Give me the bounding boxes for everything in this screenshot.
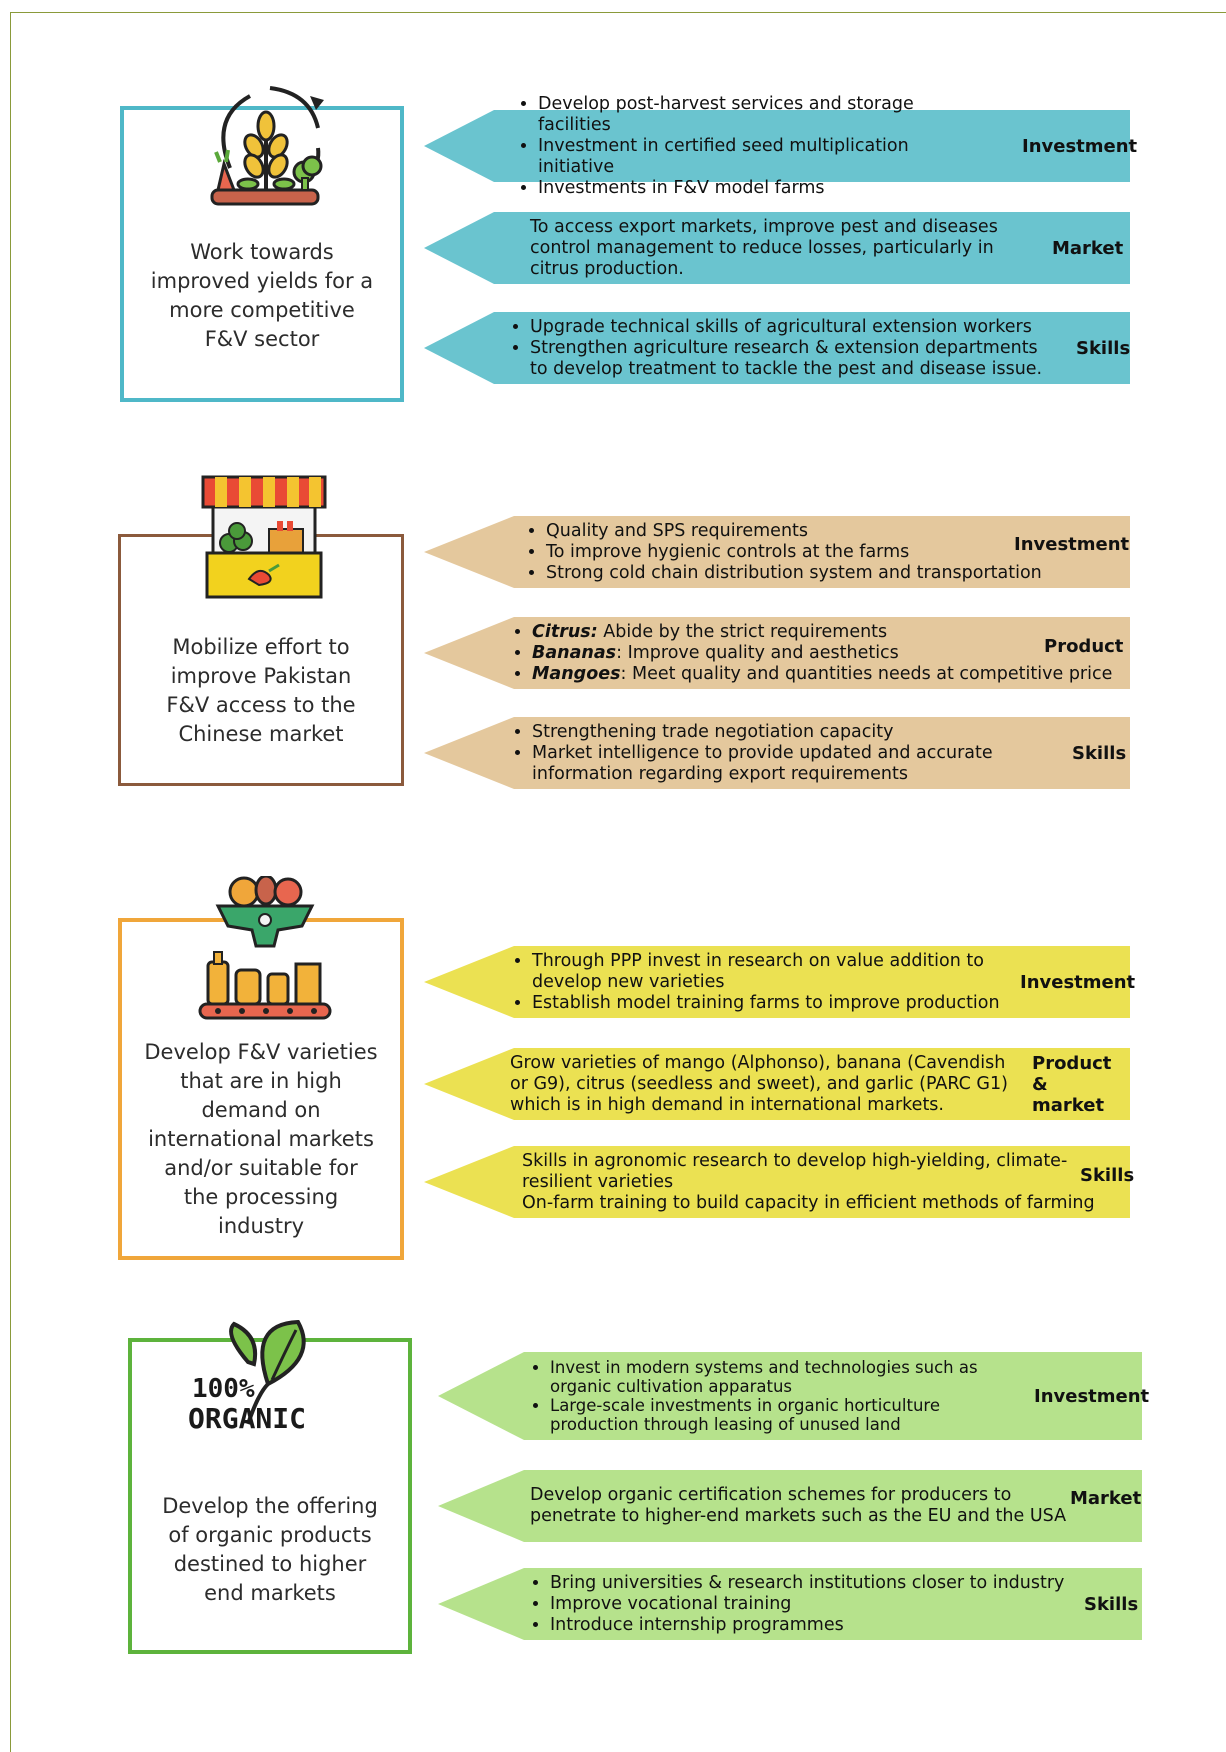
- list-item: Through PPP invest in research on value …: [532, 951, 1030, 993]
- arrow-shape: [424, 1048, 1130, 1120]
- arrow-content: Bring universities & research institutio…: [528, 1568, 1088, 1640]
- arrow-investment: Quality and SPS requirements To improve …: [424, 516, 1130, 588]
- category-label: Investment: [1014, 533, 1130, 555]
- arrow-skills: Strengthening trade negotiation capacity…: [424, 717, 1130, 789]
- list-item: Introduce internship programmes: [550, 1615, 1064, 1636]
- arrow-content: Citrus: Abide by the strict requirements…: [510, 617, 1130, 689]
- arrow-content: Grow varieties of mango (Alphonso), bana…: [510, 1048, 1030, 1120]
- arrow-investment: Develop post-harvest services and storag…: [424, 94, 1137, 198]
- list-item: Quality and SPS requirements: [546, 521, 1042, 542]
- arrow-content: Develop organic certification schemes fo…: [530, 1470, 1090, 1542]
- goal-box-organic: 100% ORGANIC Develop the offering of org…: [128, 1319, 412, 1654]
- list-item: Strong cold chain distribution system an…: [546, 563, 1042, 584]
- arrow-content: Strengthening trade negotiation capacity…: [510, 717, 1040, 789]
- arrow-skills: Upgrade technical skills of agricultural…: [424, 312, 1130, 384]
- arrow-skills: Skills in agronomic research to develop …: [424, 1146, 1134, 1218]
- arrow-market: Develop organic certification schemes fo…: [438, 1470, 1142, 1542]
- bullet-text: Abide by the strict requirements: [597, 621, 888, 642]
- organic-percent-text: 100%: [192, 1374, 255, 1404]
- arrow-content: Upgrade technical skills of agricultural…: [508, 312, 1058, 384]
- arrow-shape: [438, 1568, 1142, 1640]
- list-item: Develop post-harvest services and storag…: [538, 94, 986, 136]
- list-item: Bring universities & research institutio…: [550, 1573, 1064, 1594]
- goal-text: Develop F&V varieties that are in high d…: [144, 1040, 378, 1238]
- arrow-content: Invest in modern systems and technologie…: [528, 1352, 998, 1440]
- list-item: Mangoes: Meet quality and quantities nee…: [532, 664, 1112, 685]
- arrow-shape: [424, 617, 1130, 689]
- category-label: Investment: [1020, 971, 1136, 993]
- list-item: Establish model training farms to improv…: [532, 993, 1030, 1014]
- bullet-text: : Improve quality and aesthetics: [616, 642, 899, 663]
- list-item: Bananas: Improve quality and aesthetics: [532, 643, 1112, 664]
- category-label: Investment: [1034, 1385, 1150, 1407]
- category-label: Skills: [1080, 1164, 1135, 1186]
- leaf-graphic: [229, 1319, 306, 1425]
- bullet-label: Mangoes: [532, 663, 621, 684]
- arrow-content: Develop post-harvest services and storag…: [516, 94, 986, 198]
- goal-text: Mobilize effort to improve Pakistan F&V …: [166, 635, 356, 746]
- list-item: Upgrade technical skills of agricultural…: [530, 317, 1058, 338]
- list-item: Investments in F&V model farms: [538, 178, 986, 199]
- arrow-shape: [424, 312, 1130, 384]
- arrow-shape: [424, 1146, 1130, 1218]
- category-label: Market: [1070, 1487, 1142, 1509]
- arrow-shape: [424, 717, 1130, 789]
- row-text: Grow varieties of mango (Alphonso), bana…: [510, 1052, 1008, 1115]
- goal-text: Develop the offering of organic products…: [162, 1494, 378, 1605]
- list-item: Strengthen agriculture research & extens…: [530, 338, 1058, 380]
- farming-cycle-icon: [210, 86, 324, 206]
- category-label: Investment: [1022, 135, 1138, 157]
- goal-box-varieties: Develop F&V varieties that are in high d…: [118, 876, 404, 1260]
- goal-box-chinese-market: Mobilize effort to improve Pakistan F&V …: [118, 475, 404, 786]
- organic-word-text: ORGANIC: [188, 1402, 307, 1435]
- category-label: Product: [1044, 635, 1124, 657]
- arrow-content: To access export markets, improve pest a…: [530, 212, 1020, 284]
- category-label: Skills: [1076, 337, 1131, 359]
- list-item: Strengthening trade negotiation capacity: [532, 722, 1040, 743]
- arrow-shape: [424, 110, 1130, 182]
- row-text: Skills in agronomic research to develop …: [522, 1150, 1095, 1213]
- arrow-investment: Invest in modern systems and technologie…: [438, 1352, 1149, 1440]
- list-item: Improve vocational training: [550, 1594, 1064, 1615]
- list-item: To improve hygienic controls at the farm…: [546, 542, 1042, 563]
- list-item: Market intelligence to provide updated a…: [532, 743, 1040, 785]
- category-label: Market: [1052, 237, 1124, 259]
- category-label: Skills: [1084, 1593, 1139, 1615]
- arrow-shape: [424, 212, 1130, 284]
- arrow-shape: [424, 946, 1130, 1018]
- row-text: Develop organic certification schemes fo…: [530, 1485, 1067, 1526]
- page-frame: [10, 12, 1226, 1752]
- market-stall-icon: [201, 475, 327, 599]
- bullet-label: Citrus:: [532, 621, 598, 642]
- list-item: Citrus: Abide by the strict requirements: [532, 622, 1112, 643]
- organic-leaf-icon: 100% ORGANIC: [188, 1314, 338, 1438]
- category-label: Product & market: [1032, 1052, 1112, 1116]
- category-label: Skills: [1072, 742, 1127, 764]
- arrow-content: Quality and SPS requirements To improve …: [524, 516, 1044, 588]
- arrow-skills: Bring universities & research institutio…: [438, 1568, 1142, 1640]
- arrow-shape: [424, 516, 1130, 588]
- food-processing-icon: [198, 876, 332, 1020]
- arrow-investment: Through PPP invest in research on value …: [424, 946, 1135, 1018]
- bullet-label: Bananas: [532, 642, 617, 663]
- goal-box-yields: Work towards improved yields for a more …: [120, 86, 404, 402]
- arrow-shape: [438, 1352, 1142, 1440]
- arrow-content: Through PPP invest in research on value …: [510, 946, 1030, 1018]
- arrow-product-market: Grow varieties of mango (Alphonso), bana…: [424, 1048, 1130, 1120]
- arrow-content: Skills in agronomic research to develop …: [522, 1146, 1112, 1218]
- row-text: To access export markets, improve pest a…: [530, 216, 998, 279]
- bullet-text: : Meet quality and quantities needs at c…: [620, 663, 1113, 684]
- goal-text: Work towards improved yields for a more …: [150, 240, 374, 351]
- arrow-shape: [438, 1470, 1142, 1542]
- list-item: Large-scale investments in organic horti…: [550, 1396, 998, 1434]
- arrow-market: To access export markets, improve pest a…: [424, 212, 1130, 284]
- arrow-product: Citrus: Abide by the strict requirements…: [424, 617, 1130, 689]
- list-item: Investment in certified seed multiplicat…: [538, 136, 986, 178]
- list-item: Invest in modern systems and technologie…: [550, 1358, 998, 1396]
